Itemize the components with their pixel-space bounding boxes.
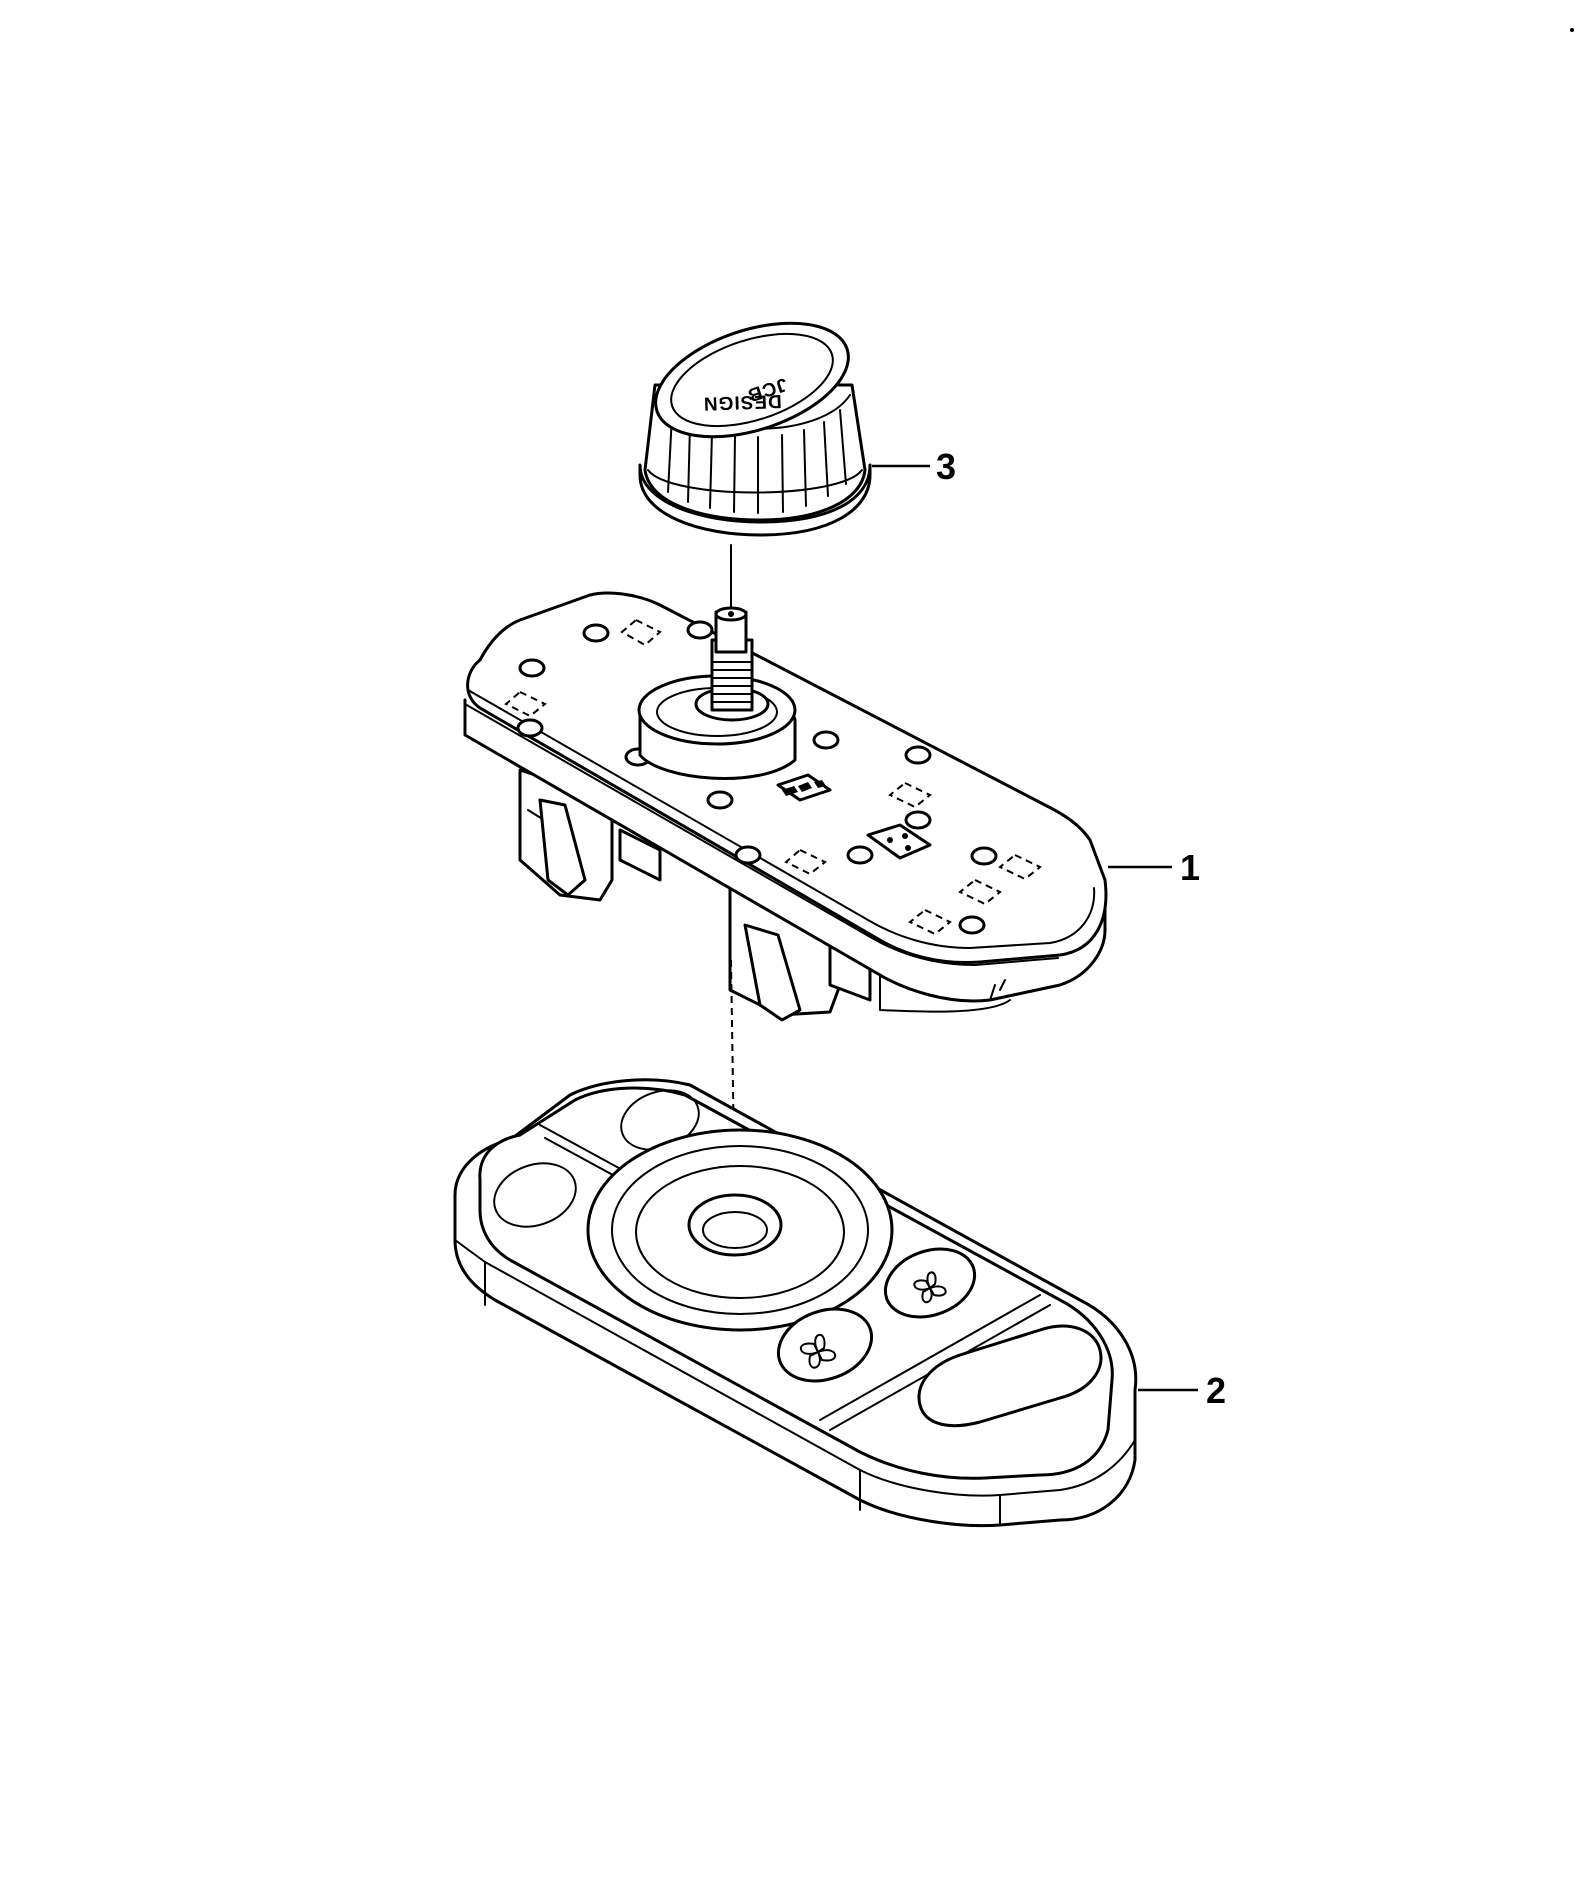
keypad-button-left[interactable] <box>485 1152 584 1237</box>
keypad-button-oval[interactable] <box>917 1324 1103 1428</box>
fan-icon-right <box>913 1271 947 1303</box>
callout-number-3: 3 <box>936 446 956 487</box>
callout-number-1: 1 <box>1180 847 1200 888</box>
callout-number-2: 2 <box>1206 1370 1226 1411</box>
assembly-axis-lower <box>730 959 736 1216</box>
fan-icon-left <box>800 1334 836 1369</box>
knob-part: JCB DESIGN <box>638 321 872 537</box>
board-chip <box>866 823 932 860</box>
corner-mark <box>1570 28 1574 32</box>
keypad-fan-button-right[interactable] <box>876 1237 984 1329</box>
keypad-part <box>453 1078 1138 1528</box>
keypad-dial-hole <box>687 1193 783 1257</box>
board-pad-markings <box>504 618 1042 936</box>
knob-top-cap <box>654 321 850 439</box>
board-plate <box>466 591 1108 965</box>
control-board-part <box>463 591 1108 1022</box>
knob-top-inner <box>670 332 834 428</box>
knob-logo-line2: DESIGN <box>703 390 783 414</box>
